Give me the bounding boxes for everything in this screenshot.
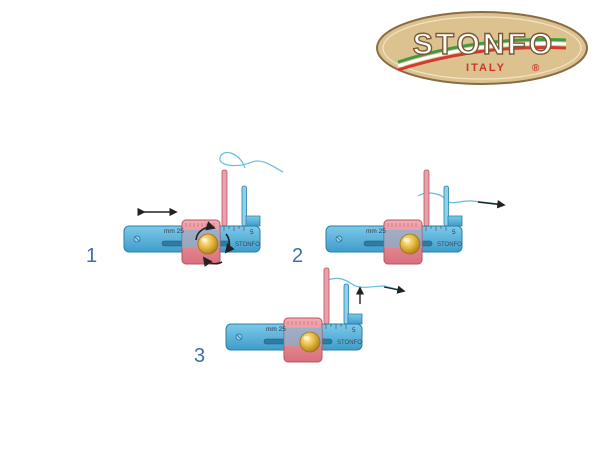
step-1-number: 1 [86, 245, 97, 267]
rotate-arrows-icon [195, 221, 235, 268]
step-1-line-loop [219, 151, 284, 173]
stonfo-logo: STONFO ITALY ® [376, 11, 588, 85]
logo-country: ITALY [466, 62, 506, 74]
logo-registered: ® [532, 63, 540, 74]
step-2-line [417, 192, 501, 205]
step-2-scale-text: mm 25 [366, 228, 386, 235]
step-3-scale-text: mm 25 [266, 326, 286, 333]
logo-swoosh-red [397, 45, 567, 72]
step-2-tool: mm 25 5 STONFO [325, 169, 463, 265]
step-3-brand-mark: STONFO [337, 340, 362, 346]
step-3-scale-end: 5 [352, 327, 356, 334]
step-3-tool: mm 25 5 STONFO [225, 267, 363, 363]
step-2-brand-mark: STONFO [437, 242, 462, 248]
step-2-scale-end: 5 [452, 229, 456, 236]
step-1: 1 mm 25 5 STONFO [86, 151, 284, 268]
logo-brand: STONFO [413, 28, 555, 61]
step-3-number: 3 [194, 345, 205, 367]
step-1-tool: mm 25 5 STONFO [123, 169, 261, 265]
step-2-number: 2 [292, 245, 303, 267]
step-1-scale-end: 5 [250, 229, 254, 236]
step-1-brand-mark: STONFO [235, 242, 260, 248]
pull-arrow-icon [477, 200, 506, 209]
step-3-line [327, 277, 401, 291]
step-1-scale-text: mm 25 [164, 228, 184, 235]
logo-swoosh-green [397, 37, 567, 64]
pull-arrow-icon [383, 285, 406, 294]
step-2: 2 mm 25 5 STONFO [292, 169, 506, 267]
step-3: 3 mm 25 5 STONFO [194, 267, 406, 367]
